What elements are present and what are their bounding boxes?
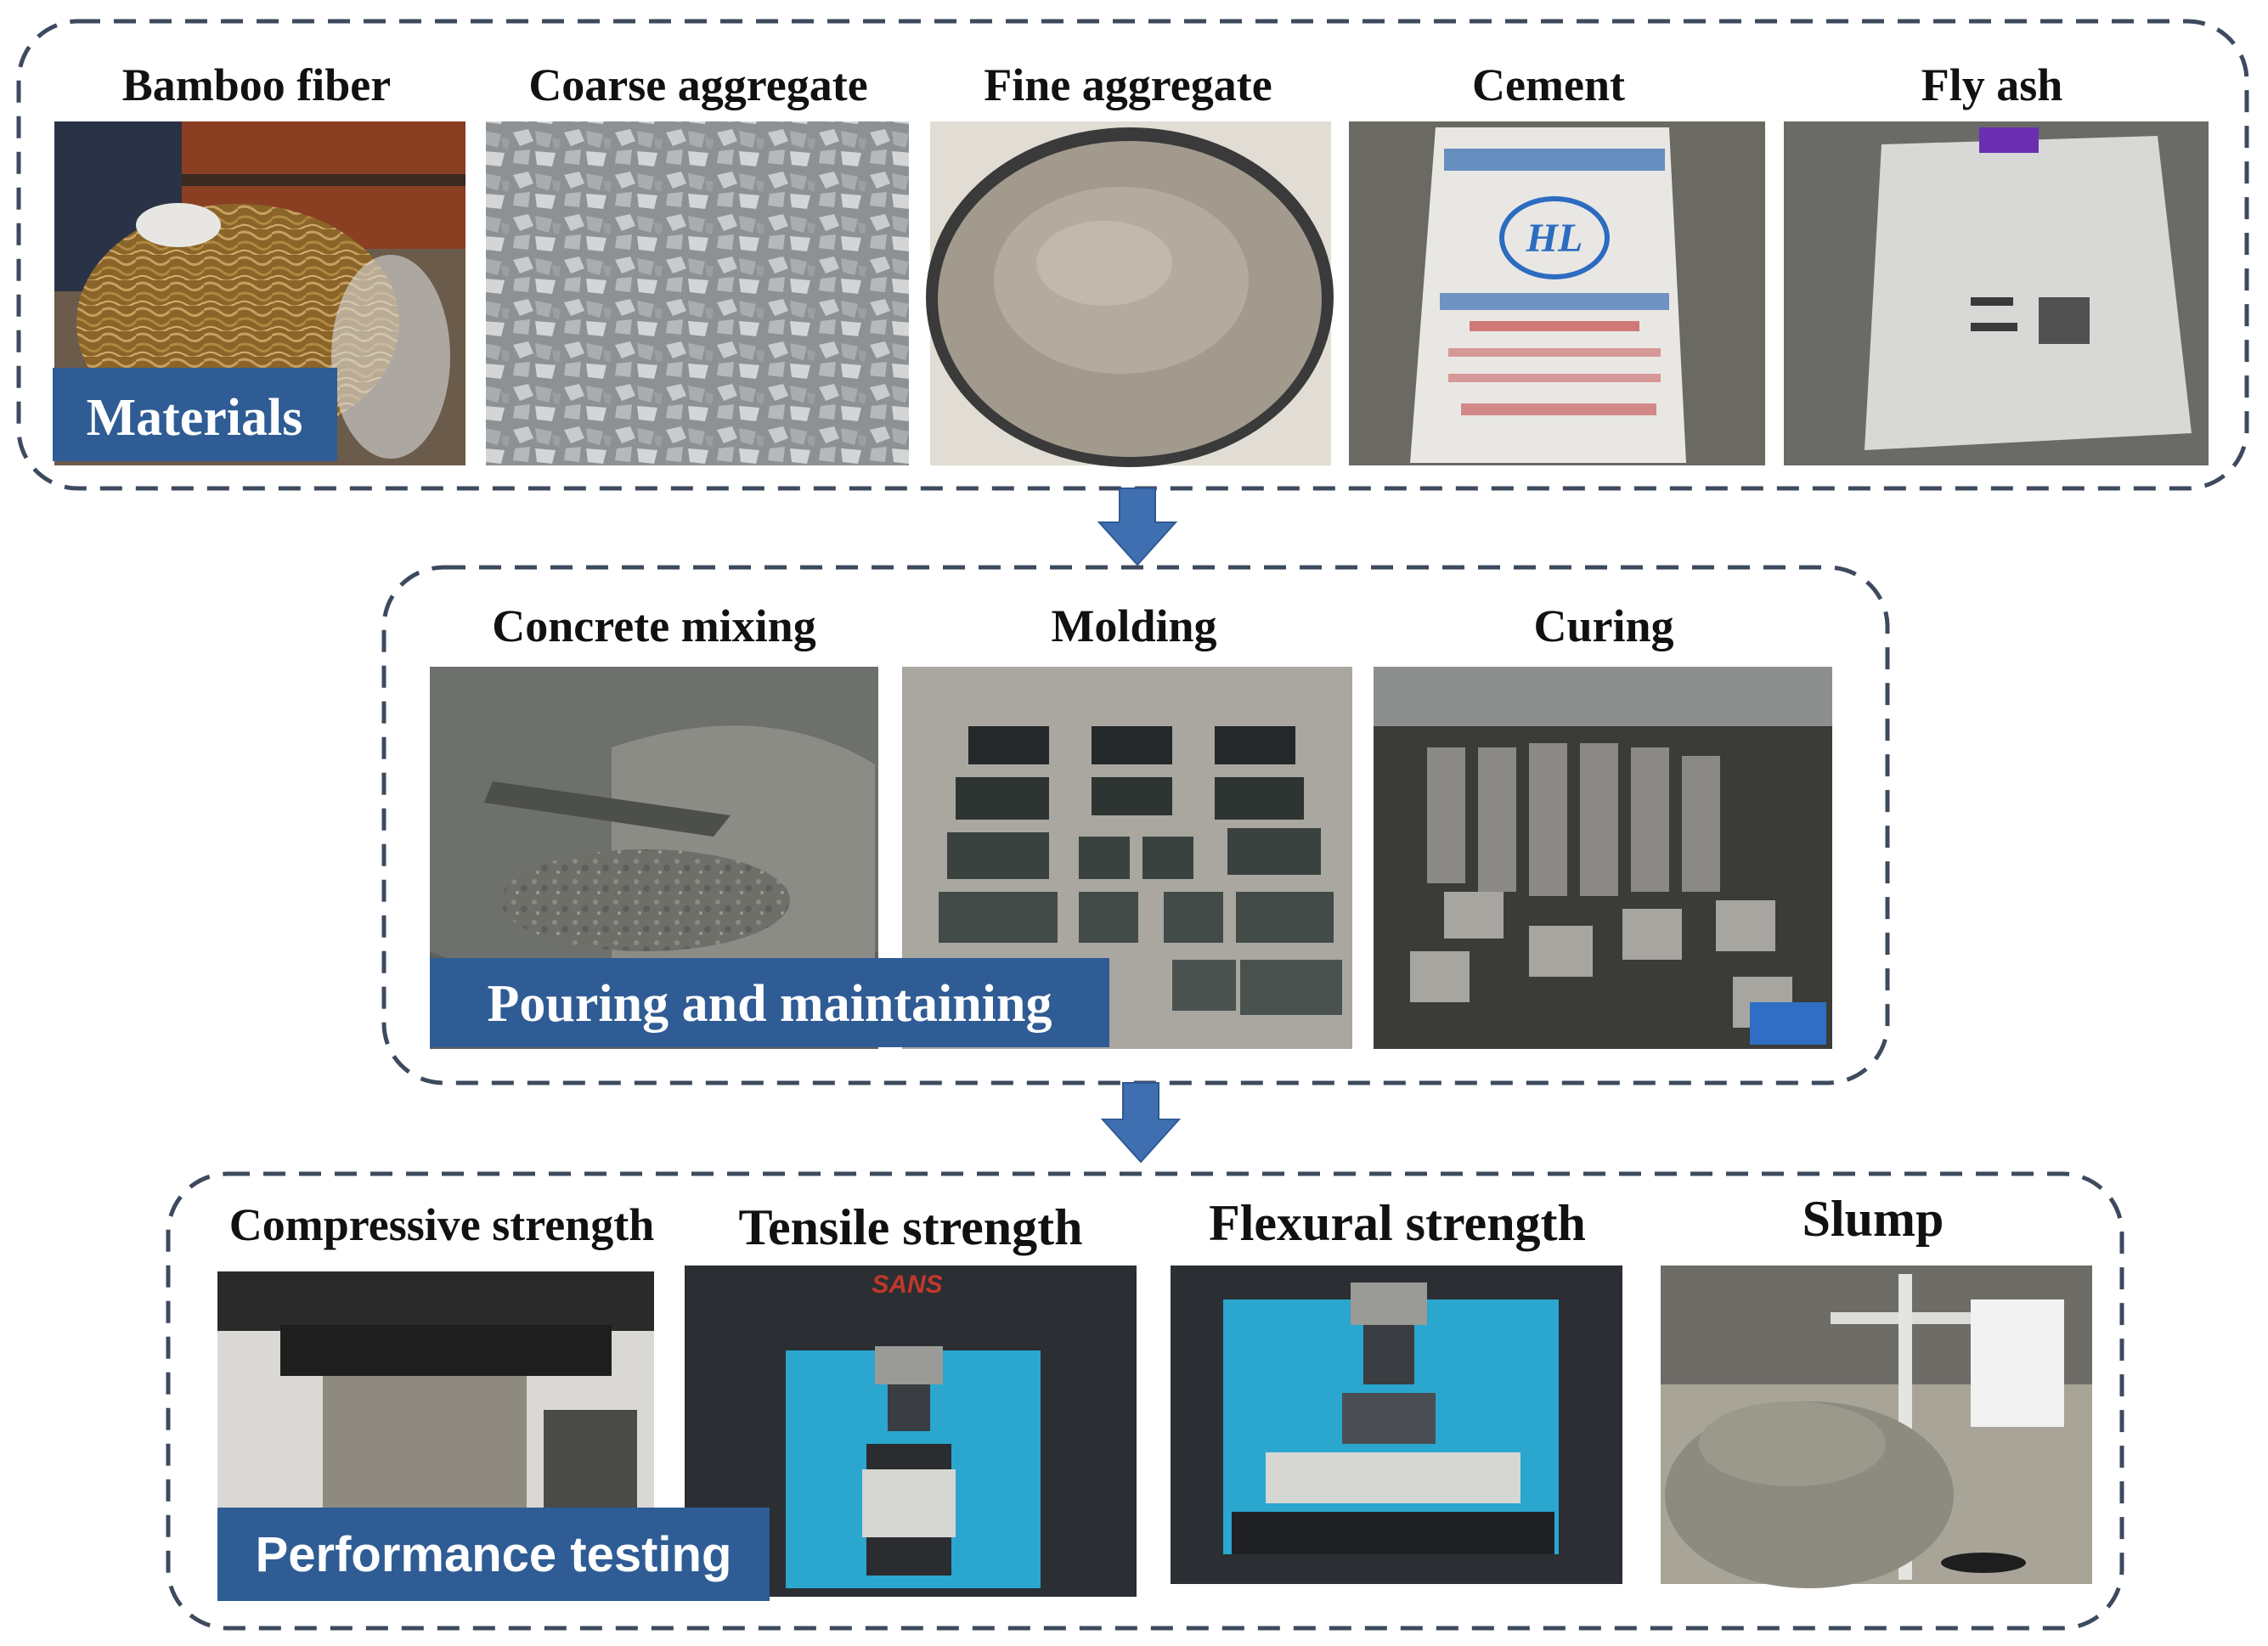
photo-fine-aggregate (926, 121, 1334, 467)
materials-banner (53, 368, 337, 461)
caption-curing: Curing (1533, 600, 1673, 651)
testing-banner (217, 1508, 770, 1601)
cement-brand-logo: HL (1526, 216, 1583, 261)
caption-slump: Slump (1803, 1191, 1944, 1247)
caption-fly-ash: Fly ash (1921, 59, 2063, 110)
materials-banner-label: Materials (87, 389, 303, 447)
flow-arrow-1 (1097, 488, 1178, 567)
caption-cement: Cement (1472, 59, 1625, 110)
caption-molding: Molding (1051, 600, 1216, 651)
testing-banner-label: Performance testing (256, 1527, 732, 1582)
caption-concrete-mixing: Concrete mixing (492, 600, 815, 651)
photo-flexural-strength (1171, 1266, 1622, 1584)
caption-fine-aggregate: Fine aggregate (984, 59, 1272, 110)
caption-coarse-aggregate: Coarse aggregate (528, 59, 867, 110)
materials-frame (16, 19, 2249, 491)
photo-coarse-aggregate (486, 121, 909, 465)
flow-arrow-2 (1100, 1082, 1182, 1164)
photo-slump (1661, 1266, 2092, 1588)
photo-fly-ash-bag (1784, 121, 2209, 465)
photo-curing (1374, 667, 1832, 1049)
photo-cement-bag: HL (1349, 121, 1765, 465)
caption-bamboo-fiber: Bamboo fiber (122, 59, 392, 110)
pouring-banner-label: Pouring and maintaining (488, 975, 1052, 1033)
machine-brand-logo-tensile: SANS (872, 1271, 942, 1299)
caption-compressive-strength: Compressive strength (229, 1199, 654, 1250)
caption-flexural-strength: Flexural strength (1209, 1195, 1586, 1251)
pouring-banner (430, 958, 1109, 1047)
caption-tensile-strength: Tensile strength (738, 1199, 1082, 1255)
